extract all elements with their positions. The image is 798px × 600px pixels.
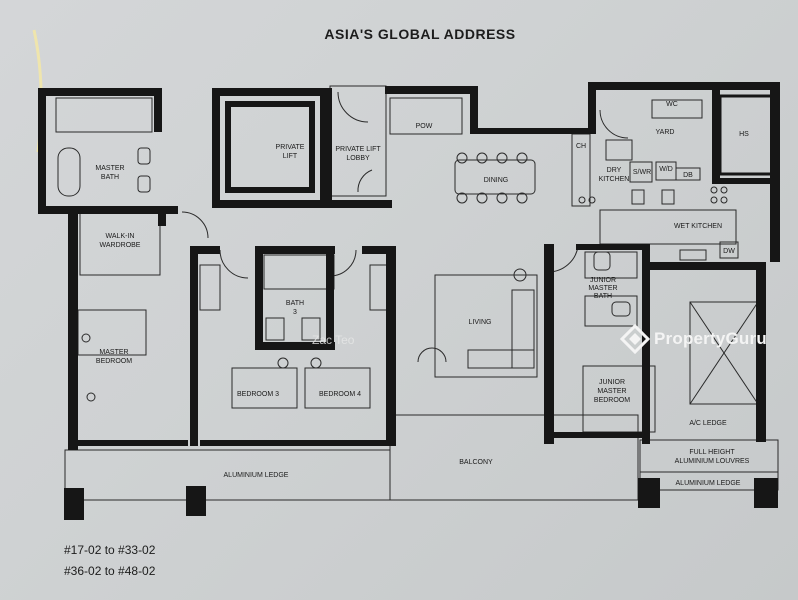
wet-kitchen-label: WET KITCHEN [674,223,722,230]
dw-label: DW [723,248,735,255]
right-ledge-label: ALUMINIUM LEDGE [676,480,741,487]
wd-label: W/D [659,166,673,173]
private-lift-label-2: LIFT [283,153,298,160]
hs-label: HS [739,131,749,138]
yard-label: YARD [656,129,675,136]
jm-bath-label-3: BATH [594,293,612,300]
lift-lobby-label-1: PRIVATE LIFT [335,146,381,153]
walls [38,82,780,520]
bath3-label-1: BATH [286,300,304,307]
propertyguru-logo-icon [620,324,650,354]
propertyguru-brand: PropertyGuru [654,329,767,348]
right-ledge-outline [639,439,779,491]
dining-table [454,159,536,195]
ac-ledge-label: A/C LEDGE [689,420,727,427]
propertyguru-watermark: PropertyGuru [620,324,767,354]
jm-bedroom-label-3: BEDROOM [594,397,630,404]
private-lift-label-1: PRIVATE [276,144,305,151]
walk-in-label-2: WARDROBE [100,242,141,249]
living-label: LIVING [469,319,492,326]
dining-label: DINING [484,177,509,184]
unit-range-1: #17-02 to #33-02 [64,543,156,557]
jm-bedroom-label-1: JUNIOR [599,379,625,386]
master-bath-label-2: BATH [101,174,119,181]
louvres-label-2: ALUMINIUM LOUVRES [675,458,750,465]
master-bath-label-1: MASTER [95,165,124,172]
wc-label: WC [666,101,678,108]
db-label: DB [683,172,693,179]
bathtub [57,147,81,197]
louvres-label-1: FULL HEIGHT [689,449,735,456]
master-bedroom-label-1: MASTER [99,349,128,356]
ch-label: CH [576,143,586,150]
master-bedroom-label-2: BEDROOM [96,358,132,365]
dry-kitchen-label-2: KITCHEN [599,176,630,183]
bedroom3-label: BEDROOM 3 [237,391,279,398]
balcony-label: BALCONY [459,459,493,466]
balcony-outline [389,414,639,501]
lift-lobby-label-2: LOBBY [346,155,370,162]
jm-bath-label-1: JUNIOR [590,277,616,284]
pow-label: POW [416,123,433,130]
page-title: ASIA'S GLOBAL ADDRESS [324,26,516,42]
left-ledge-label: ALUMINIUM LEDGE [224,472,289,479]
swr-label: S/WR [633,169,651,176]
jm-bath-label-2: MASTER [588,285,617,292]
unit-list: #17-02 to #33-02 #36-02 to #48-02 [64,540,155,582]
bath3-label-2: 3 [293,309,297,316]
living-rug [434,274,538,378]
unit-range-2: #36-02 to #48-02 [64,564,156,578]
agent-watermark: Zac Teo [312,333,355,347]
dry-kitchen-label-1: DRY [607,167,622,174]
bedroom4-label: BEDROOM 4 [319,391,361,398]
jm-bedroom-label-2: MASTER [597,388,626,395]
walk-in-label-1: WALK-IN [106,233,135,240]
